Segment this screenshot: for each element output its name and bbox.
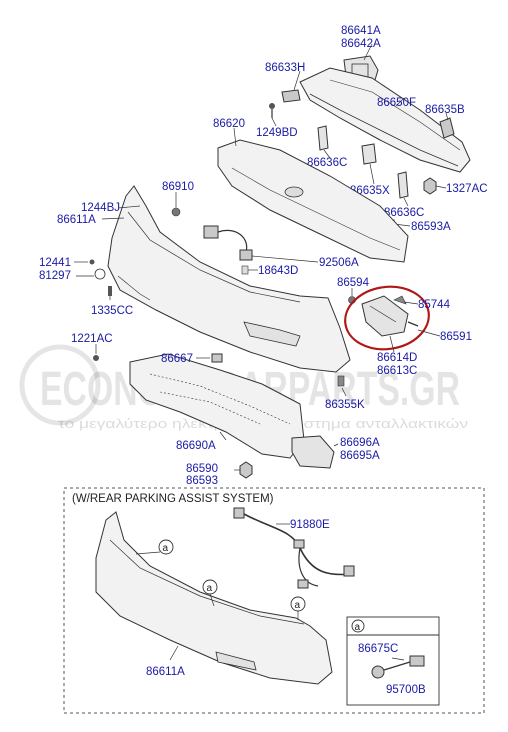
screw-12441	[74, 259, 95, 265]
inset-bumper-cover	[95, 511, 333, 685]
label-86696a: 86696A	[340, 437, 380, 449]
ref-marker-a-1-text: a	[163, 543, 169, 554]
highlight-ring	[344, 285, 430, 351]
bracket-86635x	[361, 143, 377, 185]
screw-1221ac	[93, 344, 99, 361]
label-1244bj: 1244BJ	[81, 202, 120, 214]
label-1249bd: 1249BD	[256, 127, 298, 139]
label-86636c-lower: 86636C	[384, 207, 424, 219]
inset-frame	[63, 487, 485, 714]
label-86620: 86620	[213, 118, 245, 130]
label-1335cc: 1335CC	[91, 305, 133, 317]
ref-marker-a-3: a	[290, 596, 306, 620]
label-86642a: 86642A	[341, 38, 381, 50]
label-86611a-inset: 86611A	[146, 666, 185, 678]
label-12441: 12441	[39, 257, 71, 269]
label-86690a: 86690A	[176, 440, 216, 452]
label-86635b: 86635B	[425, 104, 465, 116]
bracket-86636c-upper	[317, 125, 331, 159]
under-cover-86690a	[129, 353, 305, 459]
label-1221ac: 1221AC	[71, 333, 113, 345]
label-86695a: 86695A	[340, 450, 380, 462]
label-91880e: 91880E	[290, 519, 330, 531]
label-86636c-upper: 86636C	[307, 157, 347, 169]
label-86667: 86667	[161, 353, 193, 365]
bracket-86614d	[361, 295, 409, 353]
bracket-86667	[196, 353, 223, 363]
label-81297: 81297	[39, 270, 71, 282]
guard-86696a	[291, 435, 339, 469]
subinset-ref-text: a	[355, 622, 361, 633]
label-86614d: 86614D	[377, 352, 417, 364]
bulb-18643d	[241, 265, 258, 275]
ref-marker-a-2-text: a	[207, 583, 213, 594]
bracket-86635b	[439, 112, 455, 139]
label-86613c: 86613C	[377, 365, 417, 377]
label-85744: 85744	[418, 299, 451, 311]
energy-absorber-86620	[217, 127, 409, 263]
bumper-beam-86650f	[299, 67, 471, 173]
screw-86591	[407, 321, 441, 337]
label-86910: 86910	[162, 181, 194, 193]
label-86593: 86593	[186, 475, 218, 487]
clip-86910	[171, 192, 181, 217]
clip-85744	[393, 295, 419, 305]
nut-1327ac	[423, 177, 447, 195]
label-92506a: 92506A	[319, 257, 359, 269]
label-86650f: 86650F	[377, 97, 416, 109]
ref-marker-a-1: a	[135, 539, 174, 555]
clip-86355k	[337, 375, 347, 397]
label-86641a: 86641A	[341, 25, 381, 37]
label-95700b: 95700B	[386, 684, 426, 696]
label-86590: 86590	[186, 463, 218, 475]
wiring-92506a	[203, 225, 319, 263]
label-86633h: 86633H	[265, 62, 305, 74]
ref-marker-a-2: a	[202, 579, 218, 607]
bracket-86636c-lower	[397, 171, 409, 207]
label-18643d: 18643D	[258, 265, 298, 277]
inset-title: (W/REAR PARKING ASSIST SYSTEM)	[72, 493, 274, 505]
fastener-86590	[234, 461, 253, 479]
ref-marker-a-3-text: a	[295, 600, 301, 611]
clip-1335cc	[108, 286, 112, 300]
bumper-cover-86611a	[107, 185, 351, 373]
cap-81297	[76, 268, 106, 280]
label-1327ac: 1327AC	[446, 183, 488, 195]
label-86593a: 86593A	[411, 221, 451, 233]
label-86591: 86591	[440, 331, 472, 343]
label-86594: 86594	[337, 277, 370, 289]
label-86611a: 86611A	[57, 214, 96, 226]
clip-86633h	[281, 70, 301, 103]
label-86675c: 86675C	[358, 643, 398, 655]
label-86355k: 86355K	[325, 399, 365, 411]
bolt-1249bd	[269, 103, 277, 127]
sensor-subinset: a	[346, 616, 440, 706]
harness-91880e	[233, 507, 355, 589]
